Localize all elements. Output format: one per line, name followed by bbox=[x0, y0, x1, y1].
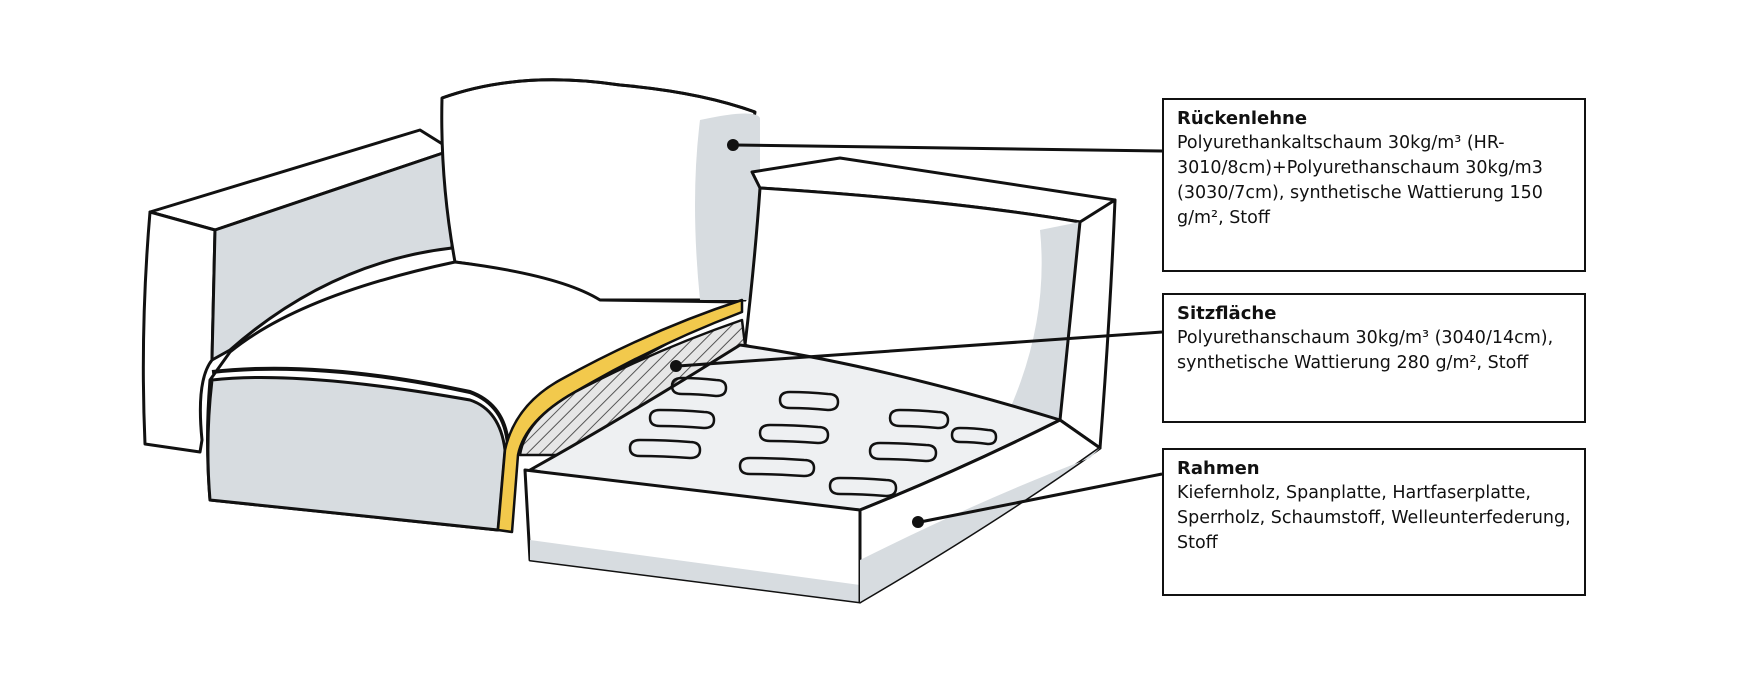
callout-title: Rahmen bbox=[1177, 458, 1260, 479]
callout-title: Rückenlehne bbox=[1177, 108, 1308, 129]
callout-description: Polyurethankaltschaum 30kg/m³ (HR-3010/8… bbox=[1177, 133, 1543, 228]
leader-line-back bbox=[727, 139, 1163, 153]
callout-description: Kiefernholz, Spanplatte, Hartfaserplatte… bbox=[1177, 483, 1571, 553]
leader-line-frame bbox=[912, 472, 1163, 528]
sofa-seat-cushion bbox=[206, 260, 744, 534]
leader-line-seat bbox=[670, 330, 1163, 372]
callout-rueckenlehne: Rückenlehne Polyurethankaltschaum 30kg/m… bbox=[1162, 98, 1586, 272]
callout-description: Polyurethanschaum 30kg/m³ (3040/14cm), s… bbox=[1177, 328, 1554, 373]
sofa-back-cushion bbox=[440, 78, 760, 302]
sofa-armrest bbox=[141, 128, 454, 454]
callout-title: Sitzfläche bbox=[1177, 303, 1277, 324]
callout-sitzflaeche: Sitzfläche Polyurethanschaum 30kg/m³ (30… bbox=[1162, 293, 1586, 423]
sofa-right-side-panel bbox=[743, 156, 1117, 450]
callout-rahmen: Rahmen Kiefernholz, Spanplatte, Hartfase… bbox=[1162, 448, 1586, 596]
